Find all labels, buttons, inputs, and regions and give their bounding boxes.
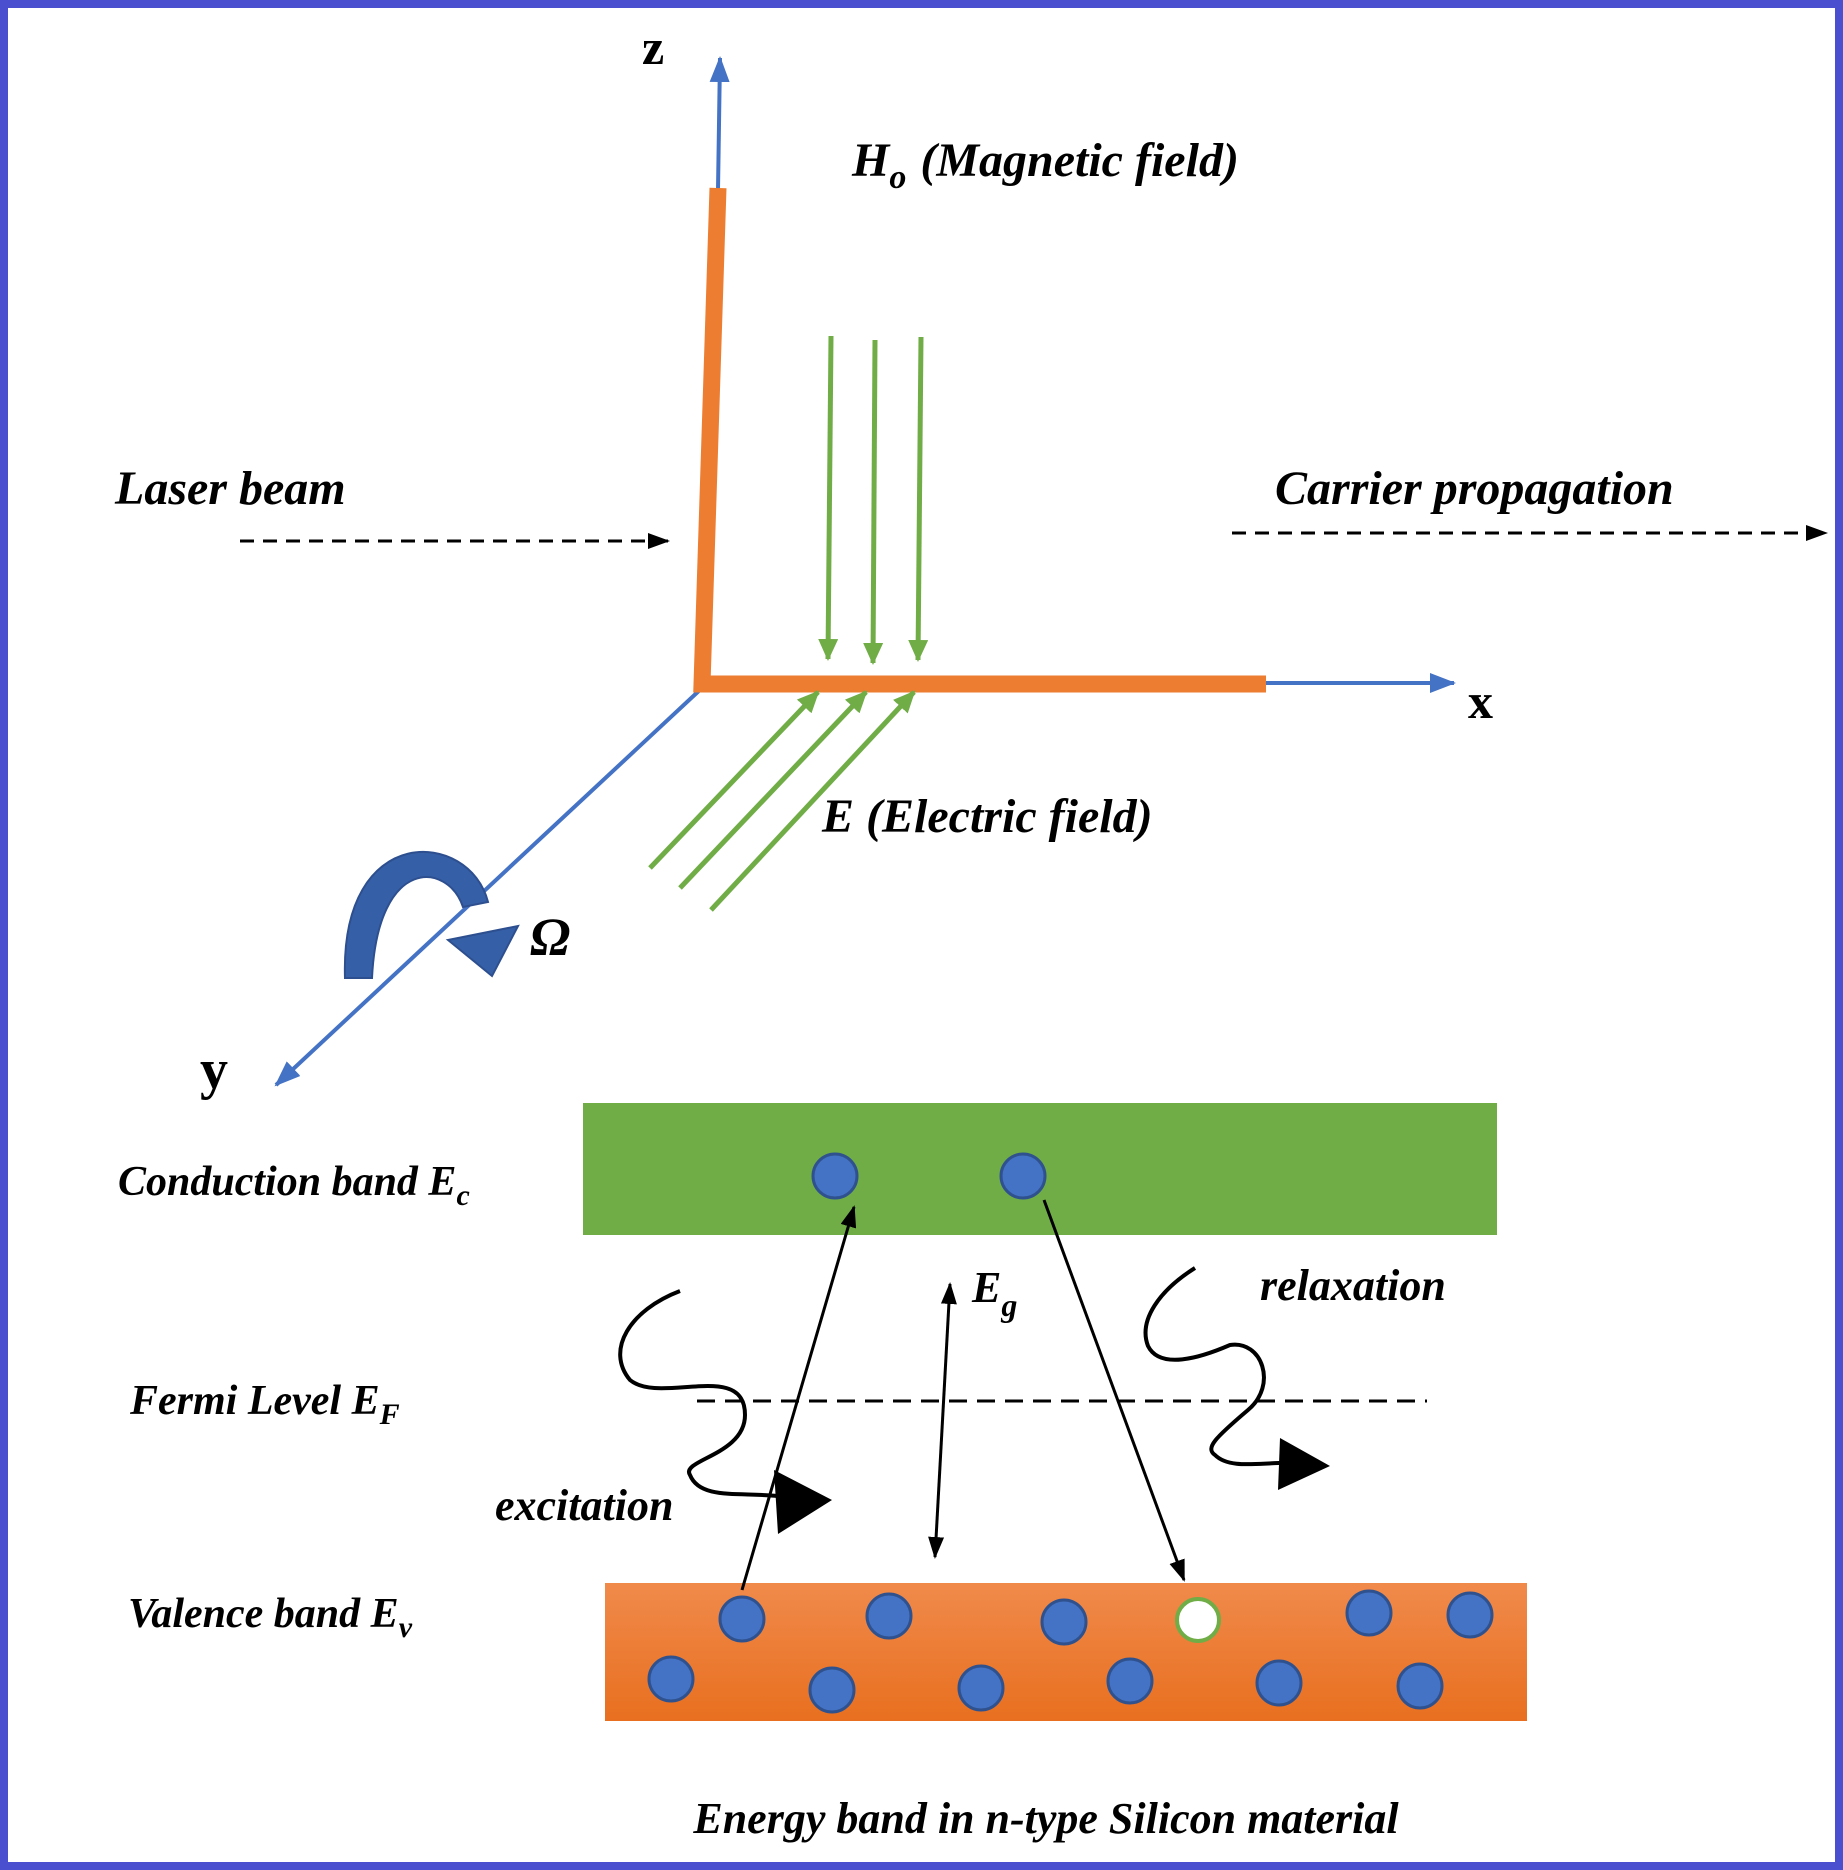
- relaxation-label: relaxation: [1260, 1261, 1446, 1310]
- band-gap-arrow: [928, 1282, 957, 1559]
- field-arrow: [818, 335, 839, 661]
- field-arrow: [678, 690, 868, 890]
- electric-field-label: E (Electric field): [821, 790, 1153, 843]
- carrier-propagation-label: Carrier propagation: [1275, 462, 1674, 515]
- z-axis-label: z: [642, 19, 664, 75]
- z-axis: [709, 56, 730, 191]
- conduction-band-label: Conduction band Ec: [118, 1159, 470, 1212]
- electron: [808, 1666, 856, 1714]
- electron: [811, 1152, 859, 1200]
- valence-electrons: [647, 1589, 1494, 1714]
- conduction-electrons: [811, 1152, 1047, 1200]
- electron: [1396, 1662, 1444, 1710]
- excitation-label: excitation: [495, 1481, 673, 1530]
- electron: [999, 1152, 1047, 1200]
- field-arrow: [709, 690, 916, 912]
- electron: [718, 1595, 766, 1643]
- excitation-transition-arrow: [740, 1205, 857, 1591]
- fermi-level-label: Fermi Level EF: [129, 1378, 400, 1431]
- electron: [1446, 1591, 1494, 1639]
- relaxation-wave-icon: [1143, 1266, 1330, 1490]
- relaxation-transition-arrow: [1042, 1199, 1186, 1582]
- laser-beam-label: Laser beam: [114, 462, 346, 515]
- electron: [1106, 1657, 1154, 1705]
- y-axis-label: y: [200, 1039, 228, 1101]
- rotation-arrow-icon: [343, 851, 520, 979]
- material-edge: [693, 187, 1266, 693]
- x-axis-label: x: [1468, 673, 1493, 729]
- rotation-symbol: Ω: [530, 907, 570, 967]
- band-gap-label: Eg: [971, 1263, 1017, 1323]
- electron: [647, 1655, 695, 1703]
- diagram-caption: Energy band in n-type Silicon material: [692, 1794, 1399, 1843]
- field-arrow: [863, 339, 884, 665]
- electron: [957, 1664, 1005, 1712]
- excitation-wave-icon: [618, 1289, 832, 1534]
- valence-band-label: Valence band Ev: [128, 1591, 413, 1644]
- electron: [1040, 1598, 1088, 1646]
- electron: [1345, 1589, 1393, 1637]
- field-arrow: [908, 336, 929, 662]
- coordinate-axes: [274, 56, 1456, 1087]
- magnetic-field-label: Ho(Magnetic field): [851, 134, 1239, 196]
- hole: [1175, 1597, 1221, 1643]
- field-arrow: [648, 690, 820, 870]
- y-axis: [274, 686, 704, 1087]
- electric-field-arrows: [648, 690, 916, 912]
- electron: [1255, 1659, 1303, 1707]
- magnetic-field-arrows: [818, 335, 929, 665]
- electron: [865, 1592, 913, 1640]
